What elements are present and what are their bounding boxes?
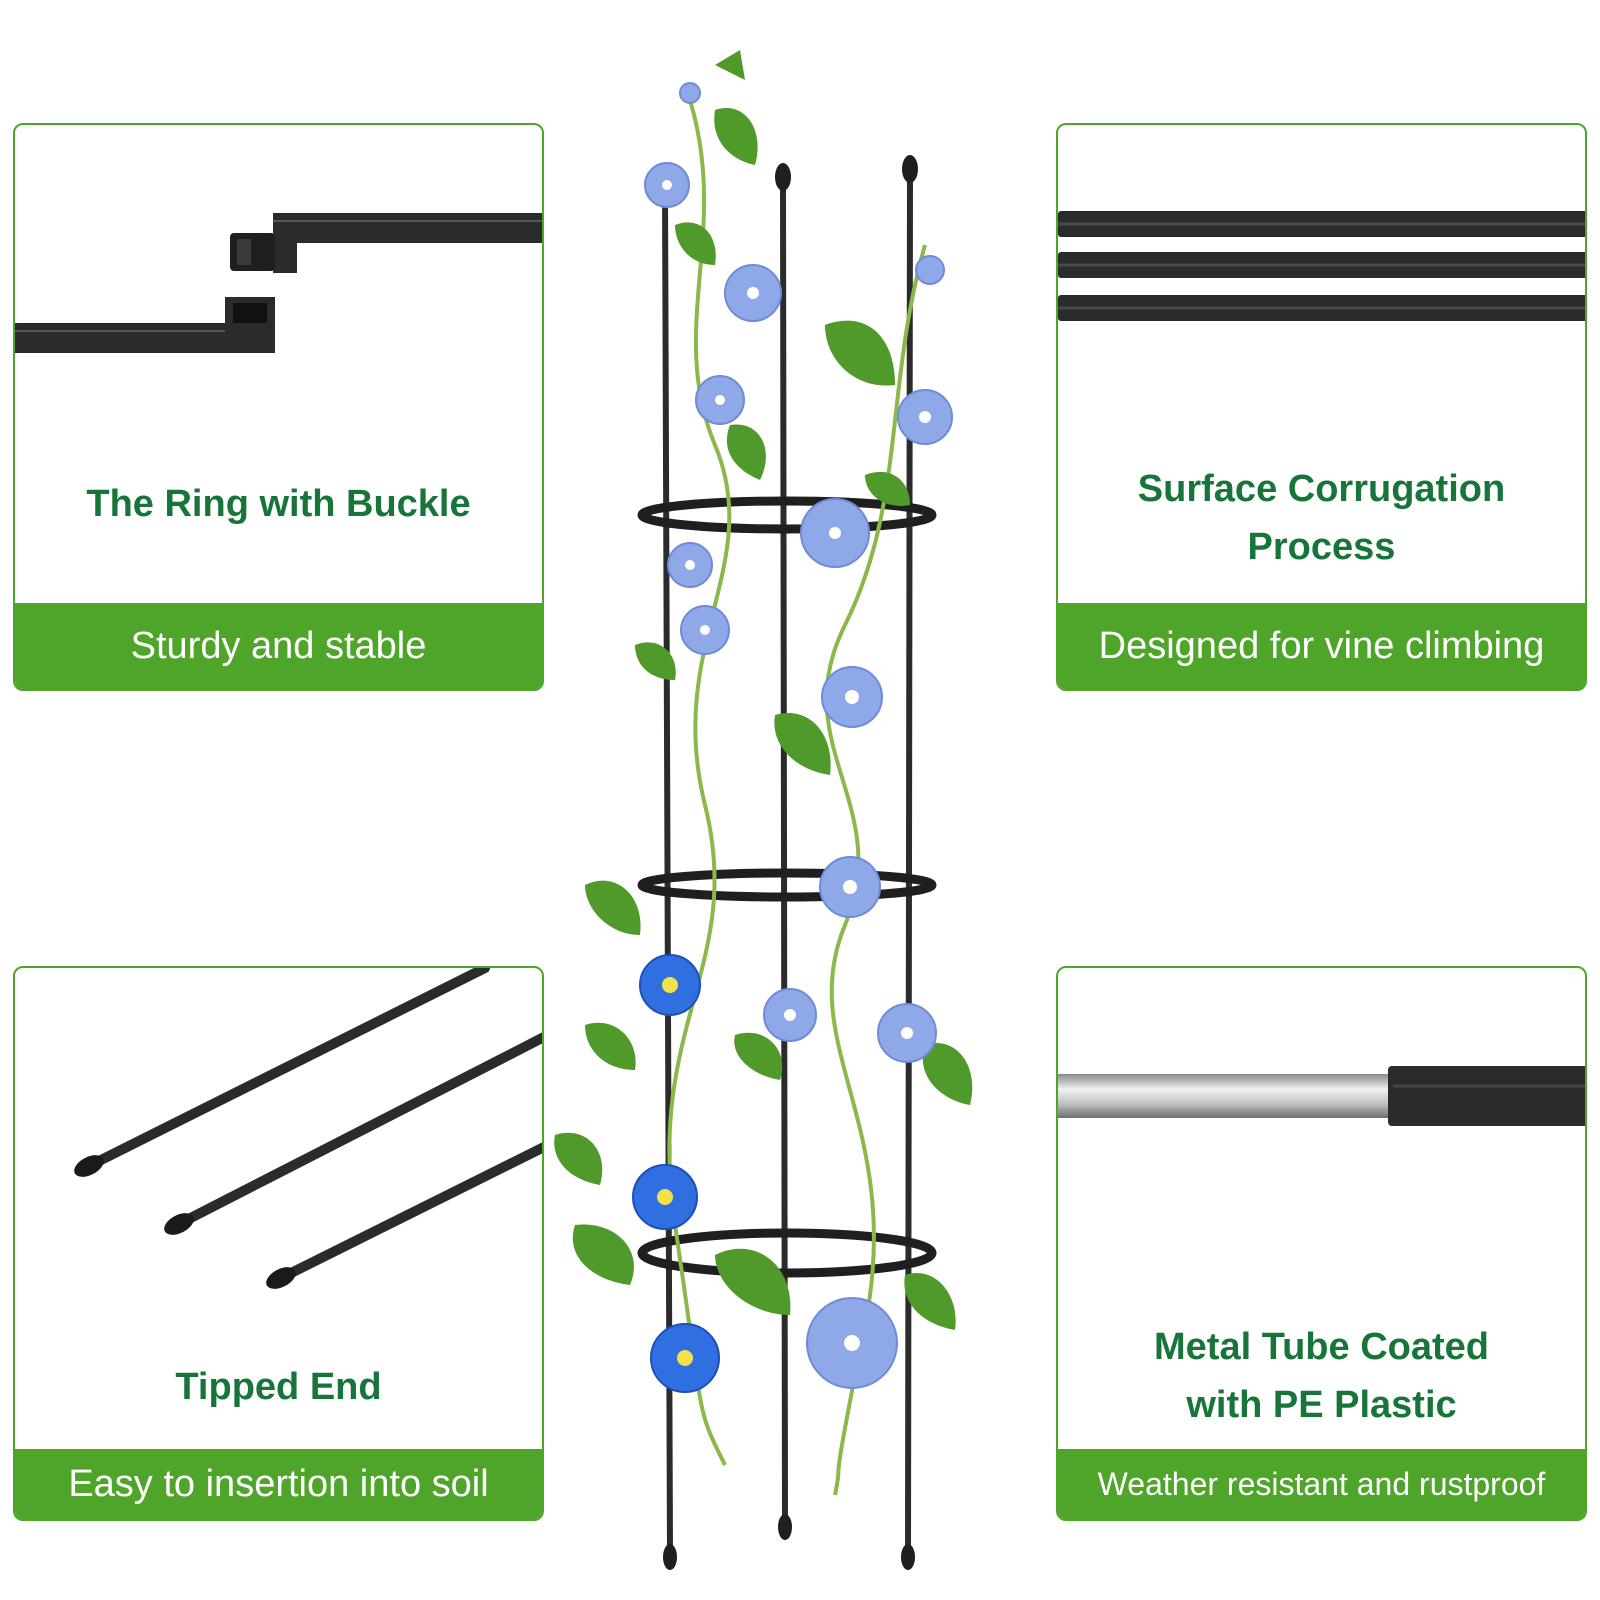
card-title-line-2: with PE Plastic xyxy=(1186,1384,1457,1426)
card-caption: Sturdy and stable xyxy=(15,603,542,689)
feature-card-metal-tube: Metal Tube Coated with PE Plastic Weathe… xyxy=(1056,966,1587,1521)
buckle-joint-icon xyxy=(15,213,542,353)
trellis-rings xyxy=(637,496,937,1278)
card-title: The Ring with Buckle xyxy=(86,483,471,525)
card-title-line-2: Process xyxy=(1247,526,1396,568)
leaves xyxy=(554,50,973,1330)
corrugated-rods-icon xyxy=(1058,211,1585,321)
vines xyxy=(667,84,927,1496)
coated-tube-icon xyxy=(1058,1066,1585,1126)
feature-card-corrugation: Surface Corrugation Process Designed for… xyxy=(1056,123,1587,691)
card-caption: Weather resistant and rustproof xyxy=(1058,1449,1585,1519)
card-title-line-1: Surface Corrugation xyxy=(1137,468,1506,510)
card-title-line-1: Metal Tube Coated xyxy=(1154,1326,1489,1368)
card-title: Tipped End xyxy=(175,1366,382,1408)
flowers xyxy=(632,82,953,1393)
card-caption: Easy to insertion into soil xyxy=(15,1449,542,1519)
feature-card-tipped-end: Tipped End Easy to insertion into soil xyxy=(13,966,544,1521)
tipped-stakes-icon xyxy=(74,968,542,1289)
plant-trellis-image xyxy=(554,50,973,1570)
feature-card-ring-buckle: The Ring with Buckle Sturdy and stable xyxy=(13,123,544,691)
card-caption: Designed for vine climbing xyxy=(1058,603,1585,689)
